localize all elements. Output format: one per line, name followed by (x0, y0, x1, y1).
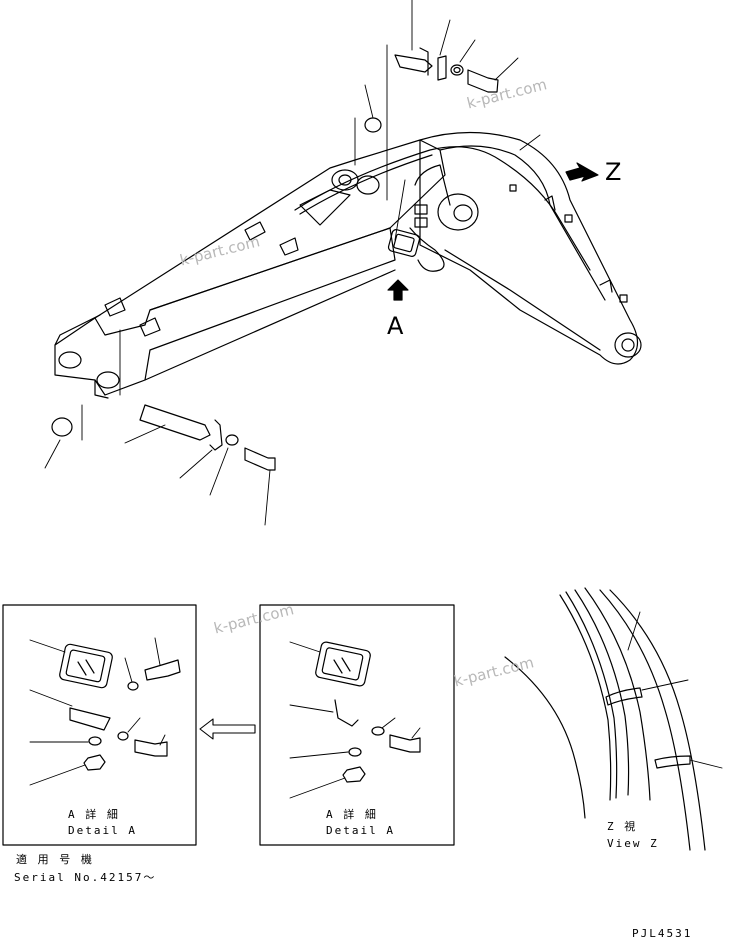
view-z-arrow-label: Z (605, 158, 622, 186)
applicability-label: 適 用 号 機 (16, 853, 94, 866)
view-z-arrow (565, 162, 599, 182)
applicability-serial: Serial No.42157～ (14, 871, 157, 884)
detail-a-right-title-jp: A 詳 細 (326, 808, 378, 821)
detail-a-left-title-en: Detail A (68, 824, 137, 837)
lower-pin-set (51, 404, 276, 471)
section-a-arrow-label: A (387, 312, 404, 340)
view-z-title-jp: Z 視 (607, 820, 638, 833)
section-a-arrow (387, 279, 409, 301)
detail-a-left-title-jp: A 詳 細 (68, 808, 120, 821)
view-z-sketch (504, 587, 723, 851)
boom-assembly (54, 131, 642, 399)
view-z-title-en: View Z (607, 837, 659, 850)
detail-transition-arrow (199, 718, 256, 740)
upper-pin-set (364, 47, 499, 133)
detail-a-left-frame (2, 604, 197, 846)
drawing-number: PJL4531 (632, 927, 693, 940)
detail-a-left-parts (29, 637, 181, 786)
detail-a-right-frame (259, 604, 455, 846)
extension-lines (81, 44, 406, 441)
leader-lines (44, 0, 541, 526)
detail-a-right-parts (289, 641, 421, 799)
detail-a-right-title-en: Detail A (326, 824, 395, 837)
